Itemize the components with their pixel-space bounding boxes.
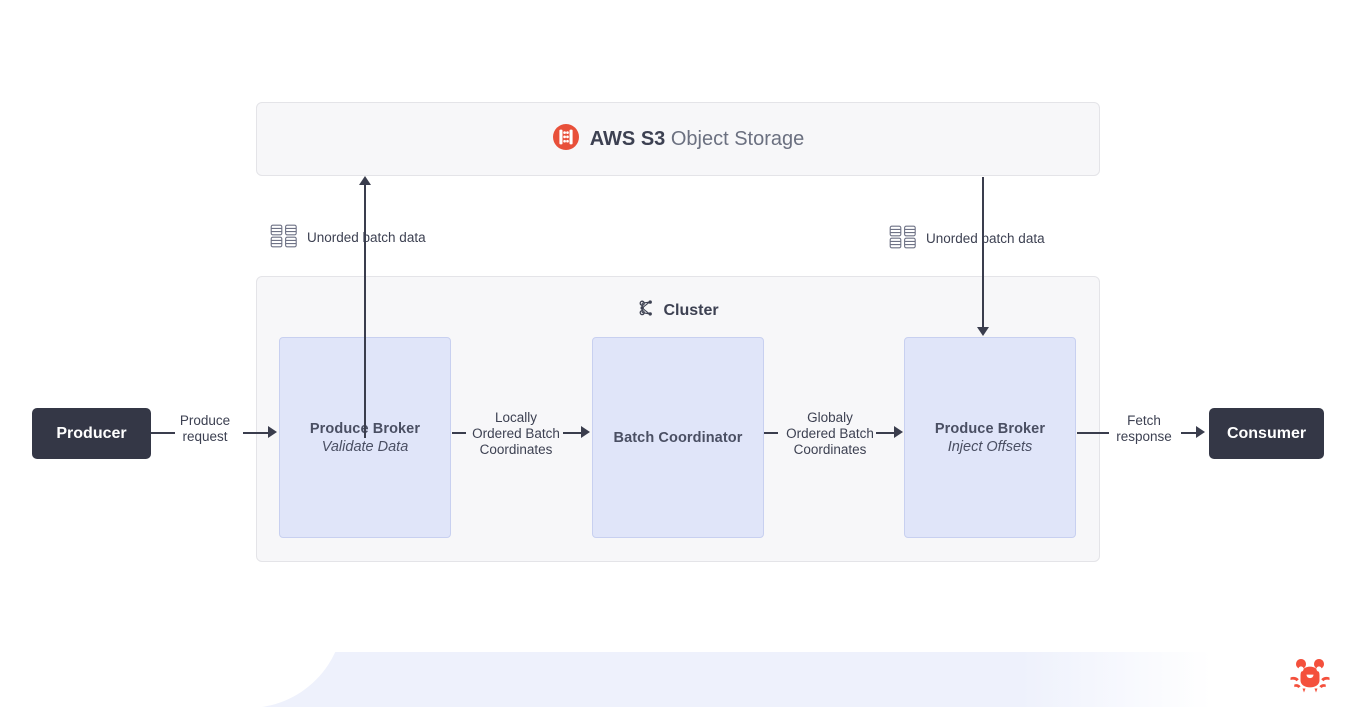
storage-edge-label: Unorded batch data <box>926 231 1045 246</box>
arrow-globally-ordered <box>894 426 903 438</box>
s3-object-storage-container: AWS S3 Object Storage <box>256 102 1100 176</box>
edge-line-produce-request-left <box>151 432 175 434</box>
edge-line-upload-unordered <box>364 185 366 438</box>
node-produce-broker-inject[interactable]: Produce Broker Inject Offsets <box>904 337 1076 538</box>
endpoint-producer[interactable]: Producer <box>32 408 151 459</box>
edge-line-locally-ordered-right <box>563 432 583 434</box>
node-subtitle: Inject Offsets <box>947 438 1033 455</box>
arrow-fetch-response <box>1196 426 1205 438</box>
arrow-locally-ordered <box>581 426 590 438</box>
cluster-label: Cluster <box>663 301 719 319</box>
database-grid-icon <box>889 225 917 252</box>
edge-label-locally-ordered: Locally Ordered Batch Coordinates <box>472 410 560 457</box>
band-white-block <box>0 652 150 707</box>
node-subtitle: Validate Data <box>321 438 409 455</box>
edge-line-fetch-response-right <box>1181 432 1199 434</box>
edge-line-globally-ordered-right <box>876 432 896 434</box>
storage-edge-label: Unorded batch data <box>307 230 426 245</box>
edge-label-produce-request: Produce request <box>179 413 231 444</box>
s3-suffix-label: Object Storage <box>670 127 805 150</box>
arrow-upload-unordered <box>359 176 371 185</box>
crab-logo[interactable] <box>1288 658 1332 698</box>
endpoint-consumer[interactable]: Consumer <box>1209 408 1324 459</box>
edge-line-globally-ordered-left <box>764 432 778 434</box>
s3-brand-label: AWS S3 <box>589 127 666 150</box>
arrow-download-unordered <box>977 327 989 336</box>
edge-label-globally-ordered: Globaly Ordered Batch Coordinates <box>786 410 874 457</box>
s3-title: AWS S3 Object Storage <box>590 128 805 151</box>
edge-line-download-unordered <box>982 177 984 329</box>
cluster-header: Cluster <box>257 299 1099 322</box>
aws-s3-icon <box>552 123 580 156</box>
edge-line-produce-request-right <box>243 432 271 434</box>
endpoint-label: Consumer <box>1226 424 1307 442</box>
edge-line-fetch-response-left <box>1077 432 1109 434</box>
node-title: Produce Broker <box>934 420 1046 437</box>
arrow-produce-request <box>268 426 277 438</box>
s3-title-group: AWS S3 Object Storage <box>552 123 805 156</box>
band-curve-shape <box>148 652 344 707</box>
storage-edge-upload: Unorded batch data <box>270 224 426 251</box>
database-grid-icon <box>270 224 298 251</box>
endpoint-label: Producer <box>56 424 127 442</box>
node-title: Batch Coordinator <box>613 429 743 446</box>
edge-label-fetch-response: Fetch response <box>1116 413 1172 444</box>
footer-band <box>0 652 1368 707</box>
storage-edge-download: Unorded batch data <box>889 225 1045 252</box>
node-batch-coordinator[interactable]: Batch Coordinator <box>592 337 764 538</box>
cluster-network-icon <box>637 299 655 322</box>
edge-line-locally-ordered-left <box>452 432 466 434</box>
